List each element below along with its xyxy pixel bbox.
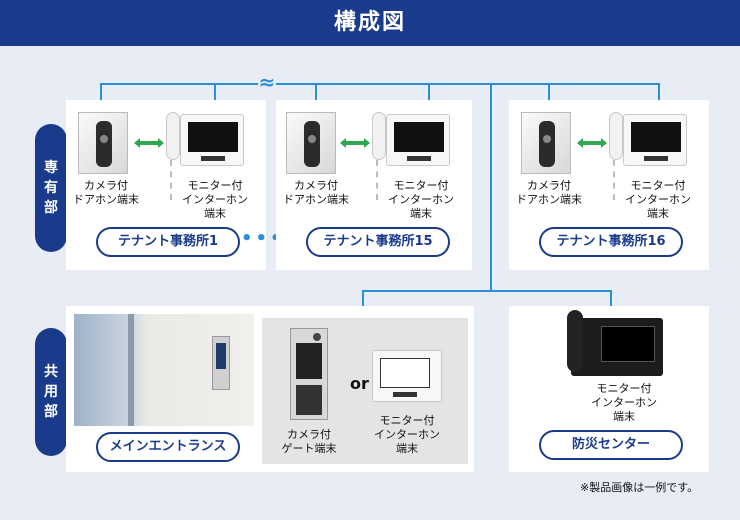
- door-camera-device: [78, 112, 128, 174]
- monitor-device: [180, 114, 244, 166]
- monitor-caption: モニター付インターホン端末: [374, 414, 440, 455]
- trunk-line: [490, 83, 492, 291]
- door-camera-device: [521, 112, 571, 174]
- tenant-label: テナント事務所15: [306, 227, 450, 257]
- drop-line: [362, 290, 364, 318]
- drop-line: [658, 83, 660, 115]
- monitor-caption: モニター付インターホン端末: [591, 382, 657, 423]
- tab-char: 専: [44, 160, 58, 176]
- door-camera-device: [286, 112, 336, 174]
- handset-icon: [609, 112, 623, 160]
- entrance-label: メインエントランス: [96, 432, 240, 462]
- cord-icon: [170, 160, 176, 200]
- connection-arrow-icon: [340, 138, 370, 148]
- drop-line: [100, 83, 102, 115]
- tab-char: 部: [44, 200, 58, 216]
- lower-bus-line: [362, 290, 612, 292]
- drop-line: [214, 83, 216, 115]
- tab-char: 有: [44, 180, 58, 196]
- drop-line: [428, 83, 430, 115]
- cord-icon: [613, 160, 619, 200]
- desk-monitor-device: [571, 318, 663, 376]
- tab-char: 部: [44, 404, 58, 420]
- monitor-device: [372, 350, 442, 402]
- footnote: ※製品画像は一例です。: [580, 481, 699, 494]
- drop-line: [548, 83, 550, 115]
- top-bus-line: [100, 83, 658, 85]
- disaster-center-label: 防災センター: [539, 430, 683, 460]
- monitor-caption: モニター付インターホン端末: [625, 179, 691, 220]
- entrance-photo: [74, 314, 254, 426]
- tenant-panel-16: カメラ付ドアホン端末 モニター付インターホン端末 テナント事務所16: [509, 100, 709, 270]
- tenant-panel-1: カメラ付ドアホン端末 モニター付インターホン端末 テナント事務所1: [66, 100, 266, 270]
- handset-icon: [166, 112, 180, 160]
- common-area-tab: 共 用 部: [35, 328, 67, 456]
- tenant-label: テナント事務所16: [539, 227, 683, 257]
- line-break-mark: ≈: [258, 70, 276, 94]
- drop-line: [610, 290, 612, 308]
- or-label: or: [350, 374, 369, 393]
- connection-arrow-icon: [577, 138, 607, 148]
- handset-icon: [372, 112, 386, 160]
- gate-options-box: or カメラ付ゲート端末 モニター付インターホン端末: [262, 318, 468, 464]
- monitor-device: [386, 114, 450, 166]
- tab-char: 用: [44, 384, 58, 400]
- connection-arrow-icon: [134, 138, 164, 148]
- tab-char: 共: [44, 364, 58, 380]
- entrance-panel: メインエントランス or カメラ付ゲート端末 モニター付インターホン端末: [66, 306, 474, 472]
- monitor-caption: モニター付インターホン端末: [182, 179, 248, 220]
- monitor-caption: モニター付インターホン端末: [388, 179, 454, 220]
- drop-line: [315, 83, 317, 115]
- door-camera-caption: カメラ付ドアホン端末: [73, 179, 139, 206]
- entrance-panel-device: [212, 336, 230, 390]
- tenant-panel-15: カメラ付ドアホン端末 モニター付インターホン端末 テナント事務所15: [276, 100, 472, 270]
- tenant-label: テナント事務所1: [96, 227, 240, 257]
- gate-camera-caption: カメラ付ゲート端末: [281, 428, 337, 455]
- gate-camera-device: [290, 328, 328, 420]
- door-camera-caption: カメラ付ドアホン端末: [516, 179, 582, 206]
- cord-icon: [376, 160, 382, 200]
- page-title: 構成図: [0, 0, 740, 46]
- door-camera-caption: カメラ付ドアホン端末: [283, 179, 349, 206]
- handset-icon: [567, 310, 583, 372]
- monitor-device: [623, 114, 687, 166]
- private-area-tab: 専 有 部: [35, 124, 67, 252]
- disaster-center-panel: モニター付インターホン端末 防災センター: [509, 306, 709, 472]
